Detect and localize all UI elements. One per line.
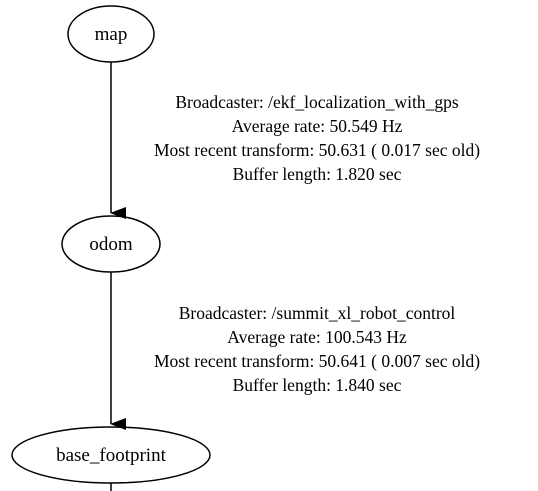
edge-label-average-rate: Average rate: 50.549 Hz xyxy=(232,116,403,136)
edge-label-broadcaster: Broadcaster: /summit_xl_robot_control xyxy=(179,303,456,323)
node-odom[interactable]: odom xyxy=(61,215,161,273)
node-base-footprint-label: base_footprint xyxy=(56,445,166,466)
edge-label-buffer-length: Buffer length: 1.820 sec xyxy=(233,164,402,184)
node-odom-label: odom xyxy=(89,234,133,255)
node-base-footprint[interactable]: base_footprint xyxy=(11,426,211,484)
node-map[interactable]: map xyxy=(67,5,155,63)
node-map-label: map xyxy=(95,24,128,45)
edge-odom-base-footprint-label: Broadcaster: /summit_xl_robot_control Av… xyxy=(154,303,480,395)
edge-label-average-rate: Average rate: 100.543 Hz xyxy=(227,327,407,347)
edge-label-buffer-length: Buffer length: 1.840 sec xyxy=(233,375,402,395)
edge-map-odom-label: Broadcaster: /ekf_localization_with_gps … xyxy=(154,92,480,184)
edge-label-most-recent-transform: Most recent transform: 50.631 ( 0.017 se… xyxy=(154,140,480,160)
edge-label-most-recent-transform: Most recent transform: 50.641 ( 0.007 se… xyxy=(154,351,480,371)
edge-label-broadcaster: Broadcaster: /ekf_localization_with_gps xyxy=(175,92,459,112)
